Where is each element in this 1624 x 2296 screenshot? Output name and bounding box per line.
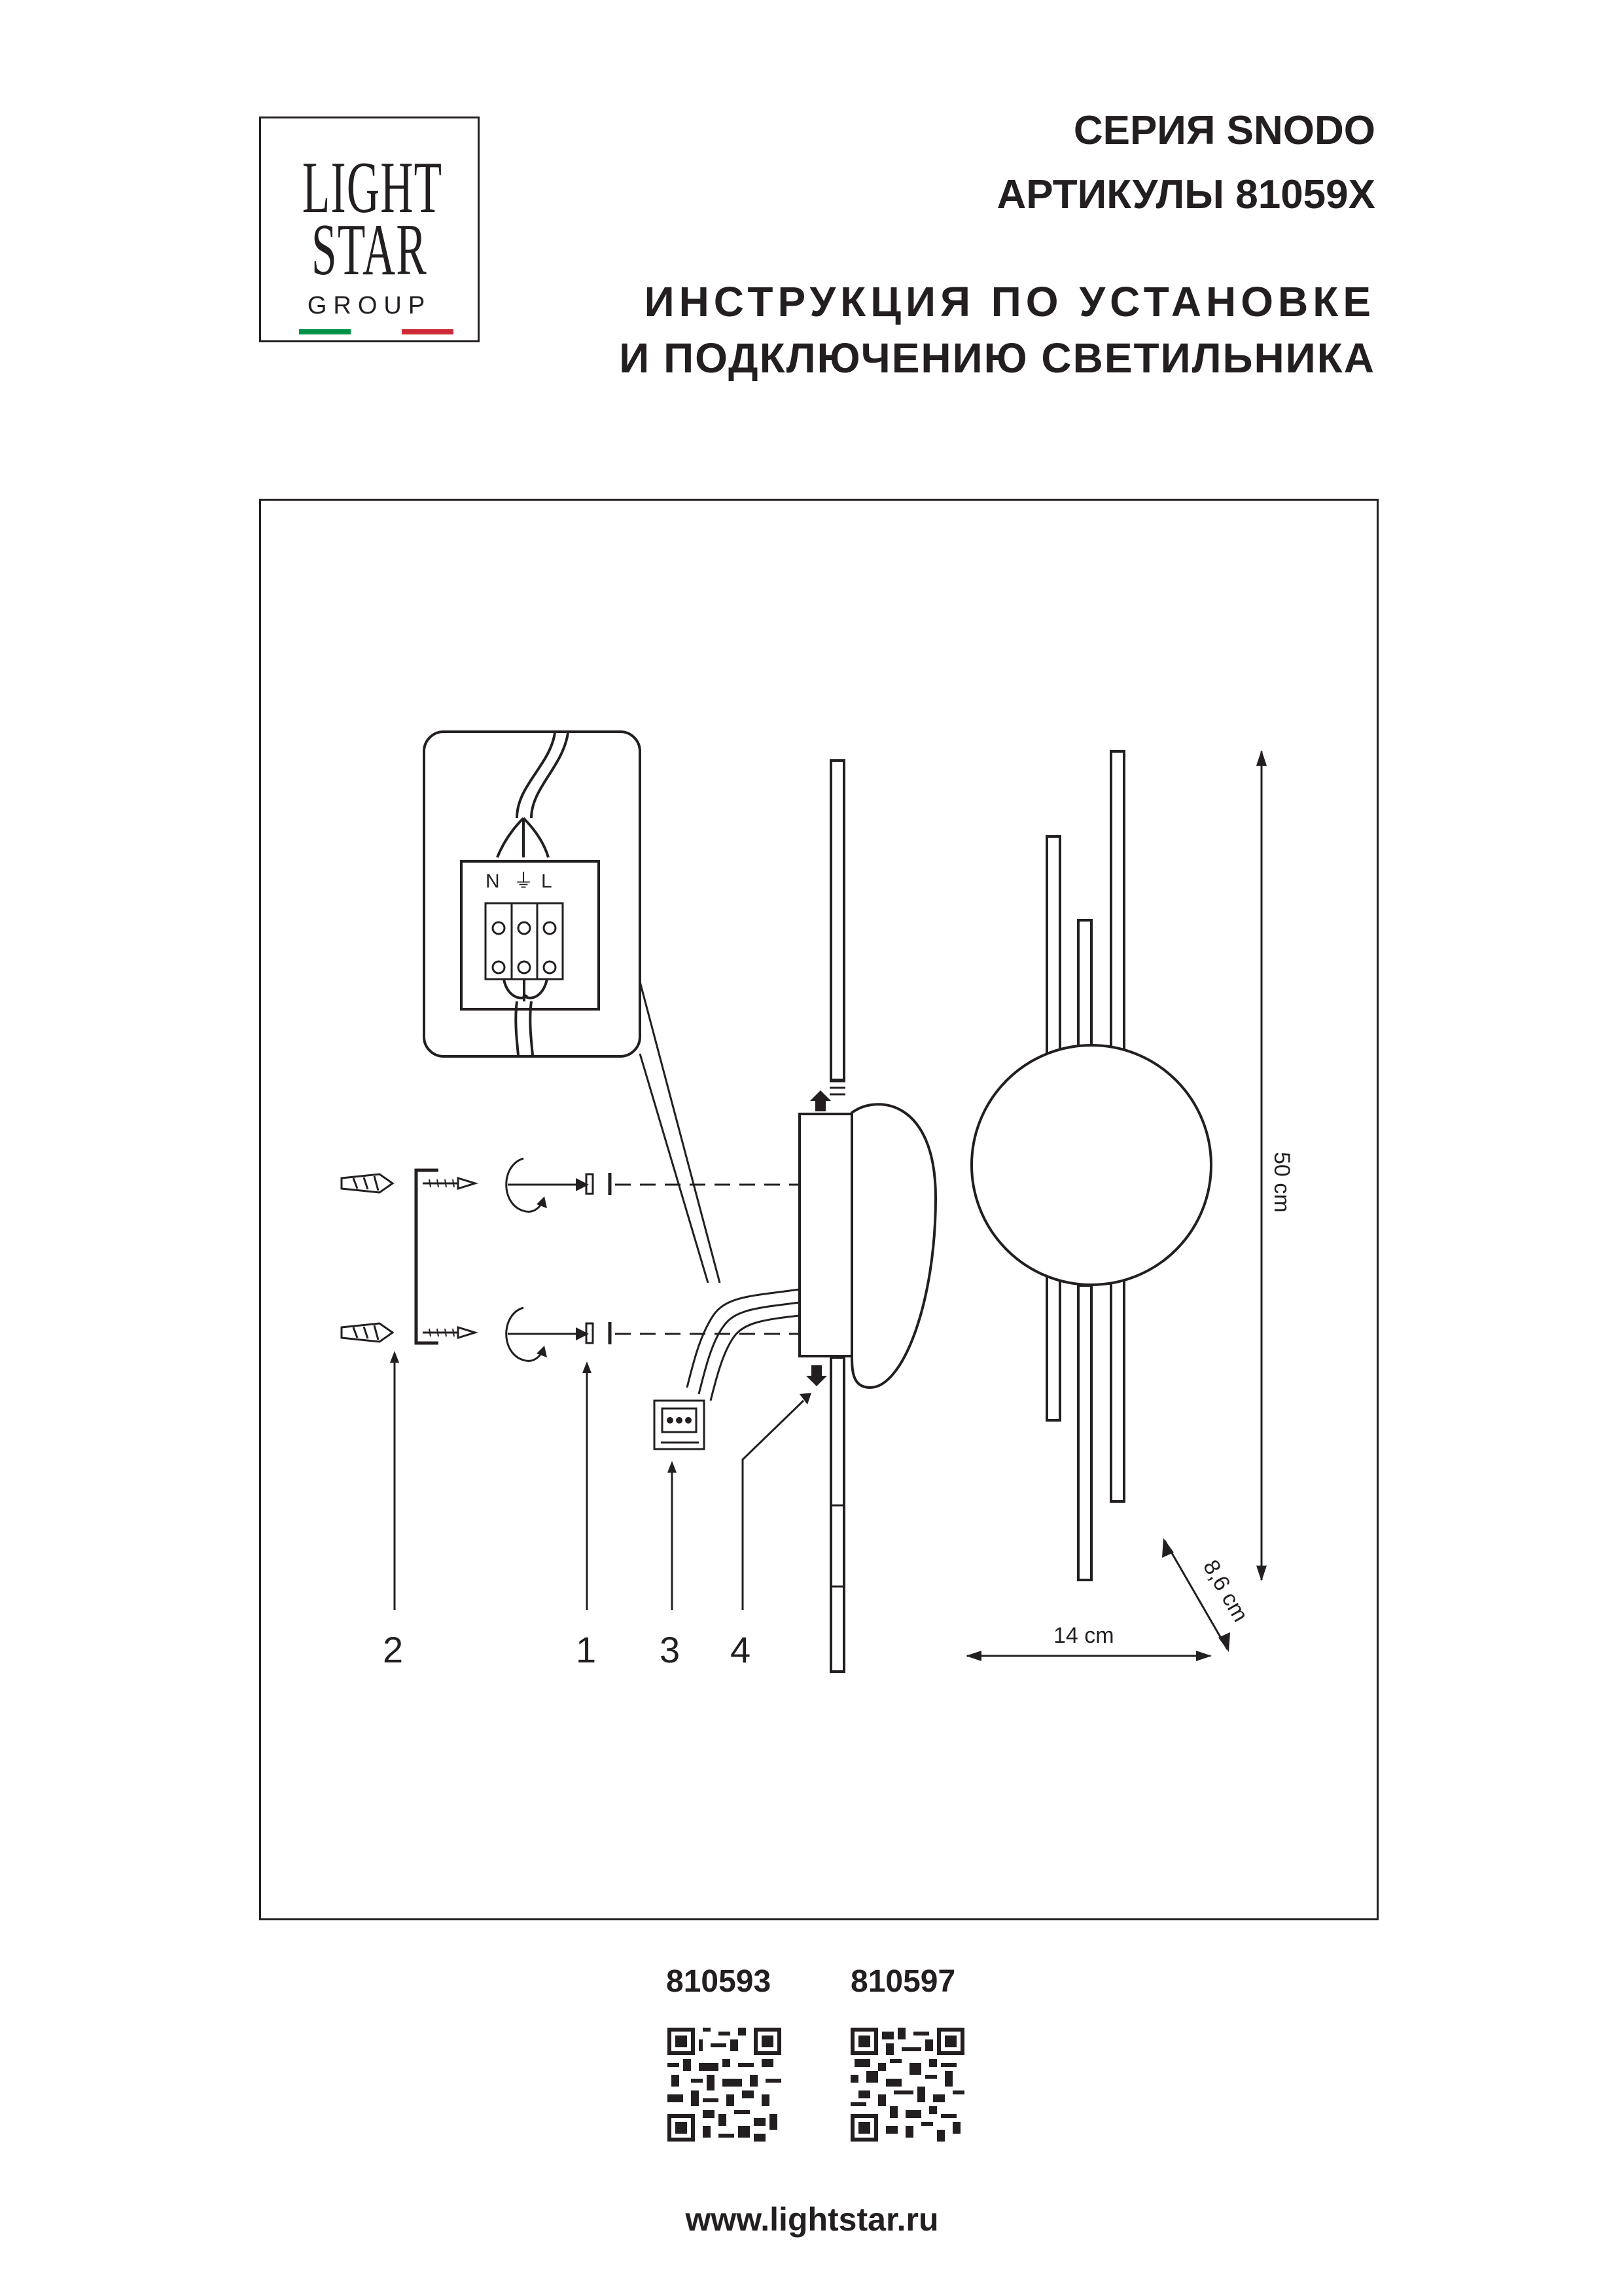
logo-text-star: STAR [311,209,427,291]
mounting-hardware [340,1157,800,1362]
dimension-height: 50 cm [1269,1152,1294,1213]
italian-flag-icon [299,329,454,334]
articles-title: АРТИКУЛЫ 81059X [997,172,1375,217]
brand-logo: LIGHT STAR GROUP [259,117,480,342]
fixture-side-view [653,759,938,1673]
logo-text-group: GROUP [307,292,432,319]
callout-3: 3 [660,1629,680,1670]
instruction-title-line1: ИНСТРУКЦИЯ ПО УСТАНОВКЕ [644,278,1375,325]
article-code-810593: 810593 [666,1964,771,1999]
callouts: 2 1 3 4 [383,1351,811,1670]
terminal-label-ground: ⏚ [514,870,533,892]
terminal-label-l: L [541,870,552,892]
instruction-title-line2: И ПОДКЛЮЧЕНИЮ СВЕТИЛЬНИКА [619,334,1375,382]
callout-4: 4 [730,1629,750,1670]
terminal-label-n: N [485,870,500,892]
website-link[interactable]: www.lightstar.ru [685,2201,939,2238]
qr-code-icon[interactable] [667,2028,781,2142]
dimension-width: 14 cm [1053,1623,1114,1648]
wiring-detail: N ⏚ L [423,730,721,1283]
fixture-front-view [970,750,1212,1581]
article-code-810597: 810597 [851,1964,956,1999]
dimension-depth: 8,6 cm [1198,1556,1253,1626]
qr-code-icon[interactable] [851,2028,964,2142]
callout-1: 1 [576,1629,596,1670]
series-title: СЕРИЯ SNODO [1073,108,1375,153]
callout-2: 2 [383,1629,403,1670]
logo-text-light: LIGHT [302,147,443,228]
diagram-frame [259,499,1379,1920]
